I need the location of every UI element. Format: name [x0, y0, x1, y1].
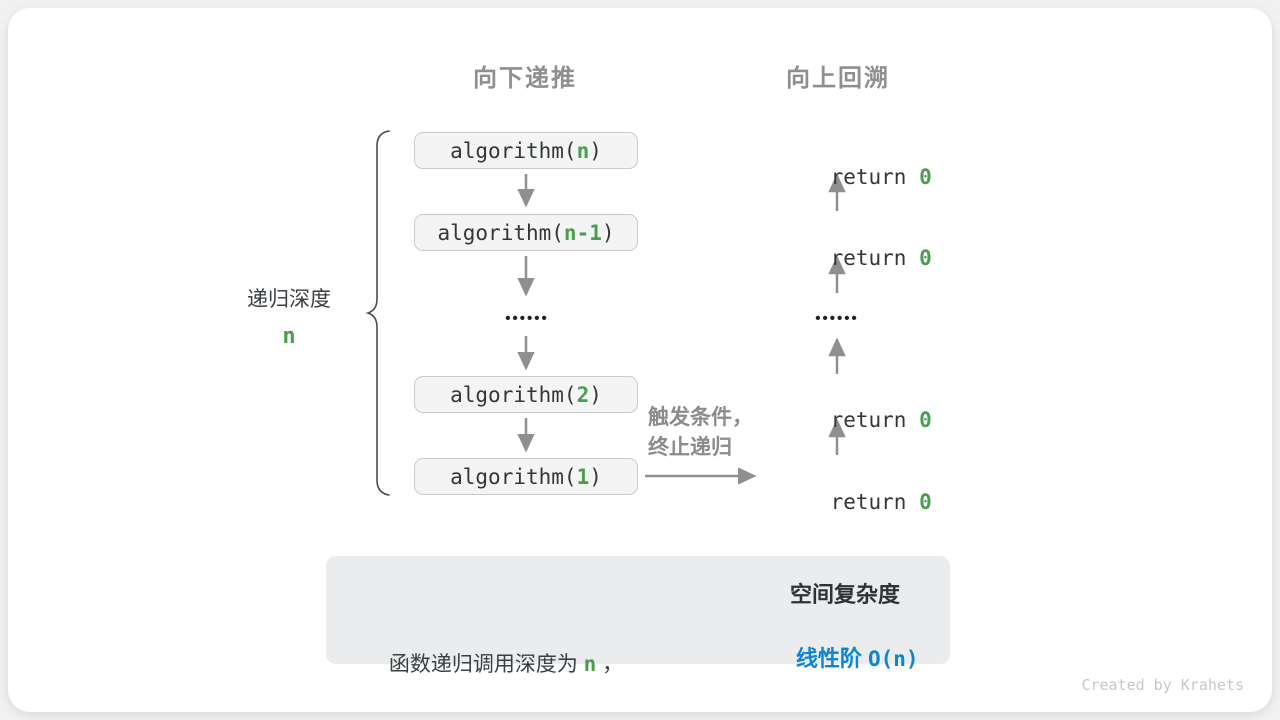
- ellipsis-left: ••••••: [505, 310, 549, 327]
- return-label-1: return 0: [830, 165, 932, 189]
- annotation-line-1: 触发条件，: [648, 406, 753, 429]
- return-label-2: return 0: [830, 246, 932, 270]
- depth-variable: n: [282, 324, 296, 349]
- header-backtrack-up: 向上回溯: [786, 65, 890, 92]
- return-label-4: return 0: [830, 490, 932, 514]
- call-box-2: algorithm(2): [414, 376, 638, 413]
- credit-text: Created by Krahets: [1081, 676, 1244, 694]
- call-box-n: algorithm(n): [414, 132, 638, 169]
- return-label-3: return 0: [830, 408, 932, 432]
- summary-line-1: 函数递归调用深度为 n ，: [388, 652, 624, 676]
- recursion-depth-label: 递归深度 n: [233, 283, 345, 349]
- call-box-n-1: algorithm(n-1): [414, 214, 638, 251]
- annotation-line-2: 终止递归: [648, 436, 732, 459]
- summary-panel: [326, 556, 950, 664]
- space-complexity-title: 空间复杂度: [789, 582, 900, 607]
- depth-label-text: 递归深度: [247, 288, 331, 311]
- summary-description: 函数递归调用深度为 n ， 共使用 O(n) 的栈帧空间: [330, 574, 682, 720]
- call-box-1: algorithm(1): [414, 458, 638, 495]
- ellipsis-right: ••••••: [815, 310, 859, 327]
- header-recurse-down: 向下递推: [473, 65, 577, 92]
- base-case-annotation: 触发条件， 终止递归: [648, 403, 753, 463]
- space-complexity-value: 线性阶 O(n): [795, 646, 919, 671]
